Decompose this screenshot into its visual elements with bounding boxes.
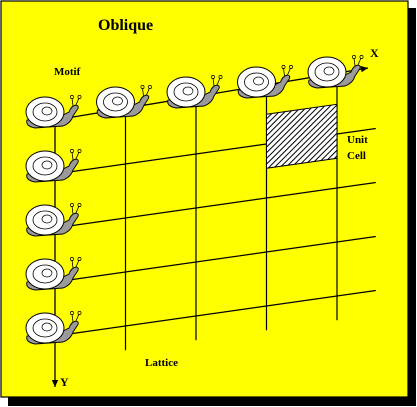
x-axis-label: X	[370, 46, 379, 60]
snail-icon	[25, 203, 82, 237]
unit-cell-label-line1: Unit	[347, 134, 368, 146]
snail-icon	[25, 149, 82, 183]
motif-snails	[25, 55, 364, 345]
lattice-label: Lattice	[145, 357, 178, 369]
snail-icon	[96, 85, 152, 119]
unit-cell	[266, 103, 338, 169]
snail-icon	[25, 95, 82, 129]
snail-icon	[25, 311, 82, 345]
snail-icon	[25, 257, 82, 291]
snail-icon	[237, 65, 293, 99]
y-axis-label: Y	[60, 375, 69, 389]
motif-label: Motif	[54, 66, 81, 78]
y-axis-arrowhead	[51, 380, 59, 387]
x-axis-arrowhead	[360, 65, 368, 73]
diagram-title: Oblique	[98, 17, 153, 34]
snail-icon	[166, 75, 223, 109]
lattice-row-line	[54, 289, 376, 337]
snail-icon	[307, 55, 364, 89]
lattice-row-line	[54, 235, 376, 283]
unit-cell-label-line2: Cell	[347, 150, 366, 162]
lattice-row-line	[54, 181, 376, 229]
